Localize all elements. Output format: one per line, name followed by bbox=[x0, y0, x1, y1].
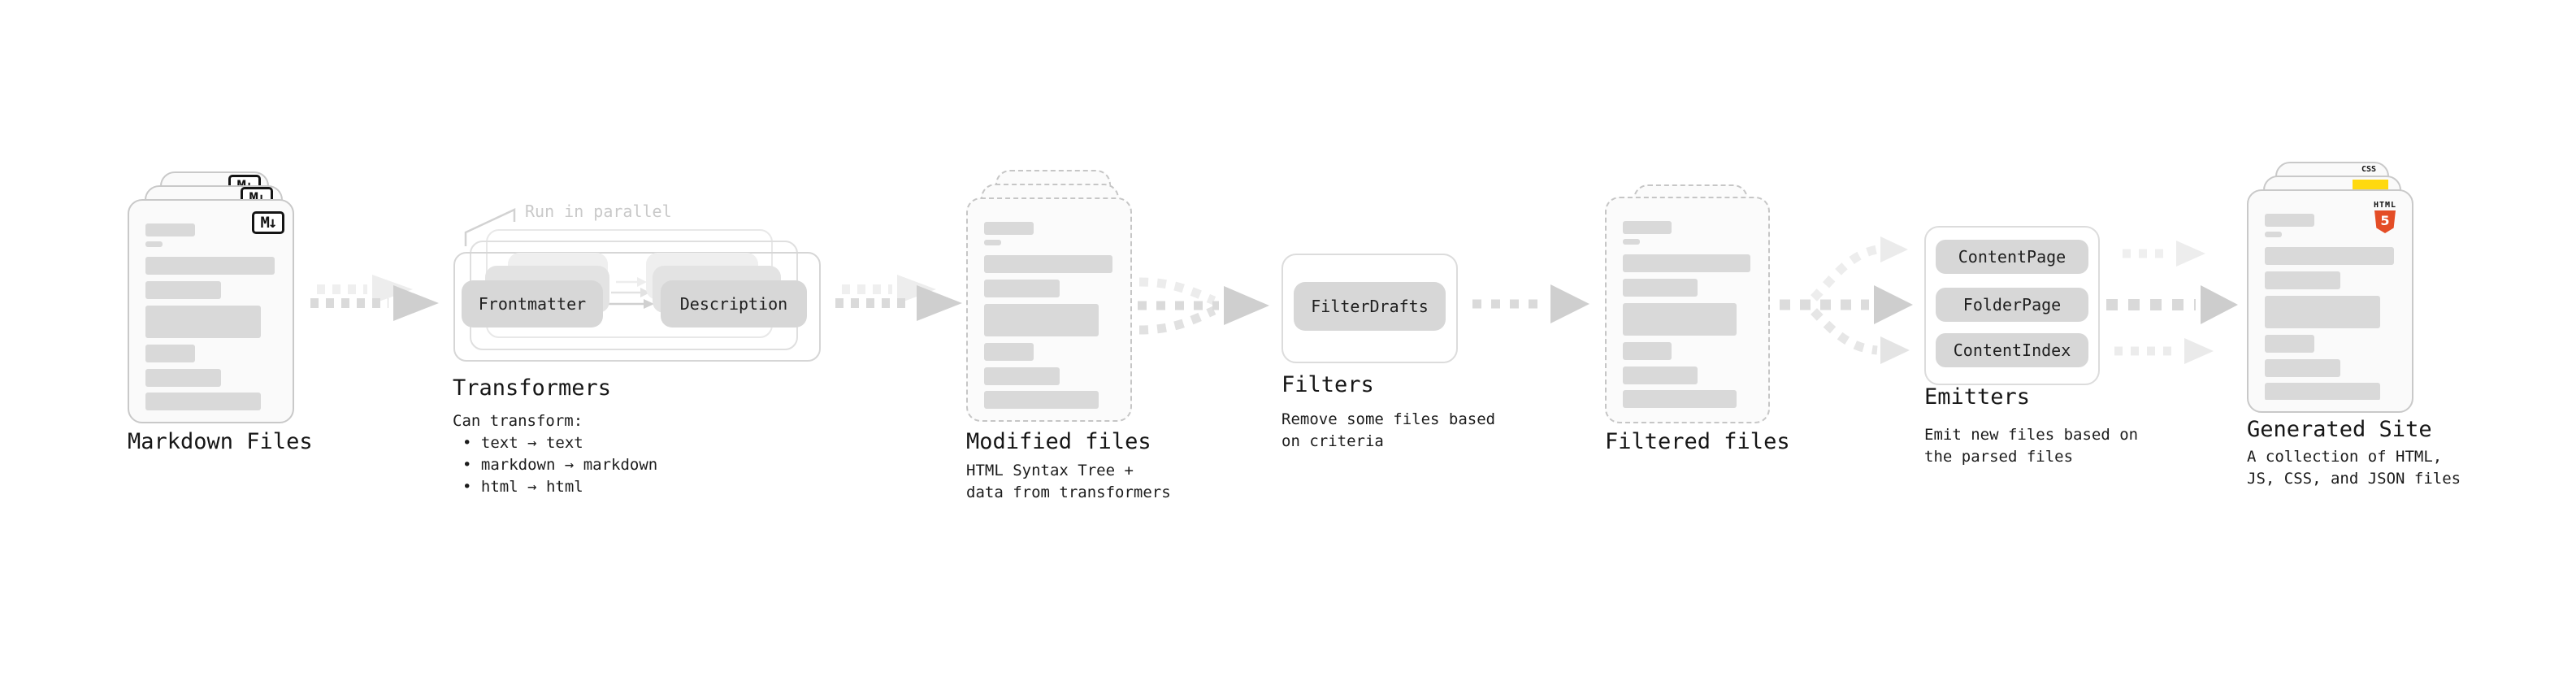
generated-site-description: A collection of HTML, JS, CSS, and JSON … bbox=[2247, 446, 2461, 490]
file-content-placeholder bbox=[145, 223, 276, 410]
bullet-line: • markdown → markdown bbox=[462, 456, 658, 474]
folderpage-pill: FolderPage bbox=[1936, 288, 2088, 322]
emitters-title: Emitters bbox=[1924, 384, 2031, 410]
filtered-files-stack bbox=[1605, 184, 1770, 453]
file-content-placeholder bbox=[1623, 221, 1752, 410]
filtered-files-title: Filtered files bbox=[1605, 429, 1790, 454]
arrow-emitters-to-generated bbox=[2106, 241, 2238, 364]
modified-files-title: Modified files bbox=[966, 429, 1151, 454]
filterdrafts-pill: FilterDrafts bbox=[1294, 282, 1446, 331]
transformers-desc-bullets: • text → text • markdown → markdown • ht… bbox=[453, 432, 657, 498]
contentpage-pill: ContentPage bbox=[1936, 240, 2088, 274]
contentindex-pill: ContentIndex bbox=[1936, 333, 2088, 367]
filters-panel: FilterDrafts bbox=[1281, 254, 1458, 363]
transformers-description: Can transform: • text → text • markdown … bbox=[453, 410, 657, 498]
generated-site-title: Generated Site bbox=[2247, 417, 2432, 442]
run-in-parallel-label: Run in parallel bbox=[525, 202, 672, 221]
markdown-files-title: Markdown Files bbox=[128, 429, 313, 454]
markdown-file-card-front: M↓ bbox=[128, 199, 294, 423]
markdown-icon: M↓ bbox=[252, 211, 284, 234]
modified-files-description: HTML Syntax Tree + data from transformer… bbox=[966, 460, 1171, 504]
desc-line: Remove some files based bbox=[1281, 410, 1496, 428]
desc-line: Emit new files based on bbox=[1924, 426, 2139, 444]
generated-site-stack: CSS HTML 5 bbox=[2247, 162, 2413, 438]
filters-description: Remove some files based on criteria bbox=[1281, 409, 1495, 453]
desc-line: the parsed files bbox=[1924, 448, 2074, 466]
desc-line: data from transformers bbox=[966, 484, 1171, 501]
bullet-line: • html → html bbox=[462, 478, 583, 496]
arrow-transformers-to-modified bbox=[835, 275, 962, 321]
arrow-filtered-to-emitters bbox=[1780, 236, 1913, 364]
html5-icon-word: HTML bbox=[2373, 201, 2397, 210]
desc-line: JS, CSS, and JSON files bbox=[2247, 470, 2461, 488]
arrow-markdown-to-transformers bbox=[310, 275, 439, 321]
arrow-modified-to-filters bbox=[1138, 277, 1269, 335]
filters-title: Filters bbox=[1281, 372, 1374, 397]
file-content-placeholder bbox=[2265, 214, 2396, 400]
modified-files-stack bbox=[966, 170, 1132, 446]
emitters-panel: ContentPage FolderPage ContentIndex bbox=[1924, 226, 2100, 385]
description-pill: Description bbox=[661, 280, 807, 327]
transformers-title: Transformers bbox=[453, 375, 612, 401]
file-content-placeholder bbox=[984, 222, 1114, 409]
desc-line: on criteria bbox=[1281, 432, 1384, 450]
desc-line: HTML Syntax Tree + bbox=[966, 462, 1134, 479]
markdown-files-stack: M↓ M↓ M↓ bbox=[128, 171, 294, 448]
transformer-layer-front bbox=[453, 252, 821, 362]
modified-file-card-front bbox=[966, 197, 1132, 422]
html-file-card-front: HTML 5 bbox=[2247, 189, 2413, 413]
transformer-pill-arrows bbox=[606, 277, 654, 309]
frontmatter-pill: Frontmatter bbox=[462, 280, 603, 327]
filtered-file-card-front bbox=[1605, 197, 1770, 423]
run-in-parallel-leader-line bbox=[464, 208, 516, 246]
desc-line: A collection of HTML, bbox=[2247, 448, 2443, 466]
bullet-line: • text → text bbox=[462, 434, 583, 452]
transformers-desc-heading: Can transform: bbox=[453, 412, 583, 430]
css-icon-label: CSS bbox=[2361, 165, 2377, 174]
html5-icon: HTML 5 bbox=[2366, 201, 2404, 233]
arrow-filters-to-filtered bbox=[1472, 284, 1589, 323]
emitters-description: Emit new files based on the parsed files bbox=[1924, 424, 2138, 468]
